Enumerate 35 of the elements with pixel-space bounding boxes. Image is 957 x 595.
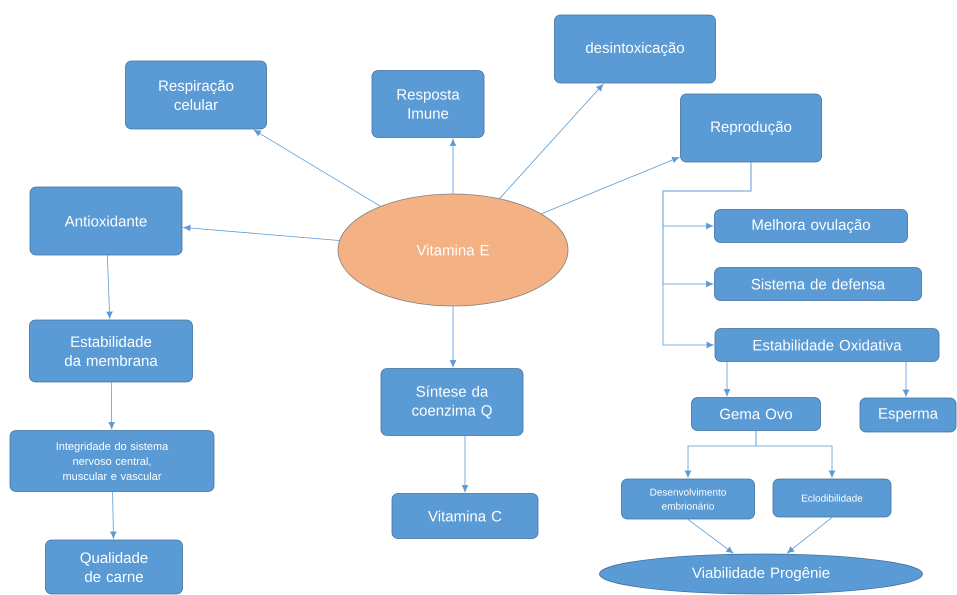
oval: Vitamina E <box>338 194 568 306</box>
arrow <box>724 362 730 396</box>
process-box: Gema Ovo <box>691 397 821 431</box>
arrow <box>688 519 734 554</box>
arrow <box>450 306 456 368</box>
process-box: Reprodução <box>680 94 822 162</box>
arrow <box>462 436 468 492</box>
process-box: Sistema de defensa <box>714 267 922 301</box>
arrow <box>450 138 456 194</box>
process-box: desintoxicação <box>554 14 716 84</box>
process-box: Estabilidade Oxidativa <box>714 328 940 362</box>
process-box: Respiração celular <box>125 60 267 130</box>
arrow <box>662 162 752 348</box>
arrow <box>499 84 604 199</box>
process-box: Esperma <box>860 398 956 432</box>
process-box: Integridade do sistema nervoso central, muscular e vascular <box>10 430 214 492</box>
arrow <box>108 382 115 430</box>
arrow <box>254 130 381 207</box>
process-box: Eclodibilidade <box>772 478 892 518</box>
arrow <box>541 156 680 214</box>
arrow <box>756 430 836 478</box>
process-box: Resposta Imune <box>372 70 484 138</box>
process-box: Síntese da coenzima Q <box>380 368 524 436</box>
process-box: Desenvolvimento embrionário <box>621 478 755 520</box>
arrow <box>183 224 340 241</box>
process-box: Antioxidante <box>30 186 182 256</box>
arrow <box>110 492 116 539</box>
oval: Viabilidade Progênie <box>599 554 923 594</box>
arrow <box>787 517 832 554</box>
process-box: Vitamina C <box>392 493 538 539</box>
arrow <box>106 255 113 319</box>
process-box: Melhora ovulação <box>714 209 908 243</box>
process-box: Qualidade de carne <box>45 540 183 594</box>
process-box: Estabilidade da membrana <box>29 320 193 382</box>
arrow <box>902 362 910 397</box>
